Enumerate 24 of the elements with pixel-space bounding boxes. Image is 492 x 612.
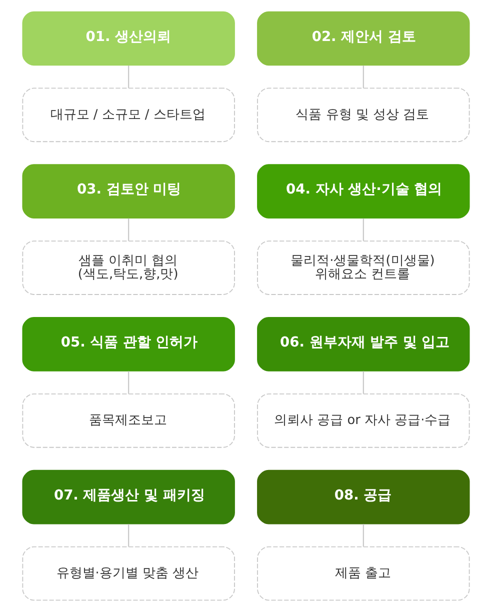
connector — [362, 524, 364, 547]
connector — [128, 218, 130, 241]
connector — [362, 66, 364, 88]
connector — [128, 524, 130, 547]
node-box: 05. 식품 관할 인허가 — [22, 317, 235, 372]
node-box: 01. 생산의뢰 — [22, 11, 235, 66]
node-box: 의뢰사 공급 or 자사 공급·수급 — [257, 393, 470, 448]
connector — [362, 218, 364, 241]
node-box: 식품 유형 및 성상 검토 — [257, 88, 470, 142]
connector — [362, 371, 364, 394]
node-box: 02. 제안서 검토 — [257, 11, 470, 66]
node-box: 06. 원부자재 발주 및 입고 — [257, 317, 470, 372]
connector — [128, 371, 130, 394]
node-box: 04. 자사 생산·기술 협의 — [257, 164, 470, 219]
node-box: 품목제조보고 — [22, 393, 235, 448]
connector — [128, 66, 130, 88]
node-box: 물리적·생물학적(미생물) 위해요소 컨트롤 — [257, 240, 470, 295]
node-box: 07. 제품생산 및 패키징 — [22, 470, 235, 524]
node-box: 대규모 / 소규모 / 스타트업 — [22, 88, 235, 142]
node-box: 03. 검토안 미팅 — [22, 164, 235, 219]
node-box: 08. 공급 — [257, 470, 470, 524]
node-box: 유형별·용기별 맞춤 생산 — [22, 546, 235, 601]
node-box: 샘플 이취미 협의 (색도,탁도,향,맛) — [22, 240, 235, 295]
node-box: 제품 출고 — [257, 546, 470, 601]
